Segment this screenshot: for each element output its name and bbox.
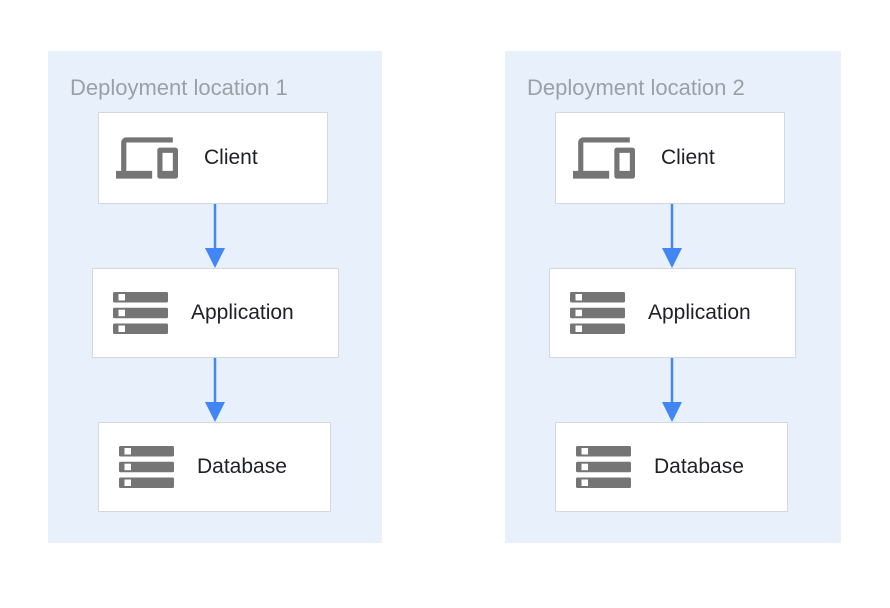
node-label: Client xyxy=(661,146,715,169)
server-stack-icon xyxy=(576,446,631,488)
arrow-client-to-application xyxy=(662,204,682,268)
node-label: Database xyxy=(197,455,287,478)
deployment-location-title: Deployment location 1 xyxy=(70,75,288,100)
server-stack-icon xyxy=(119,446,174,488)
arrow-application-to-database xyxy=(205,358,225,422)
devices-icon xyxy=(573,127,635,189)
deployment-location-title: Deployment location 2 xyxy=(527,75,745,100)
devices-icon xyxy=(116,127,178,189)
client-node: Client xyxy=(98,112,328,204)
deployment-location-panel-2: Deployment location 2 Client xyxy=(505,51,841,543)
server-stack-icon xyxy=(570,292,625,334)
node-label: Application xyxy=(648,301,751,324)
node-label: Database xyxy=(654,455,744,478)
database-node: Database xyxy=(555,422,788,512)
node-label: Client xyxy=(204,146,258,169)
server-stack-icon xyxy=(113,292,168,334)
arrow-application-to-database xyxy=(662,358,682,422)
application-node: Application xyxy=(92,268,339,358)
arrow-client-to-application xyxy=(205,204,225,268)
node-label: Application xyxy=(191,301,294,324)
database-node: Database xyxy=(98,422,331,512)
deployment-location-panel-1: Deployment location 1 Client xyxy=(48,51,382,543)
application-node: Application xyxy=(549,268,796,358)
client-node: Client xyxy=(555,112,785,204)
